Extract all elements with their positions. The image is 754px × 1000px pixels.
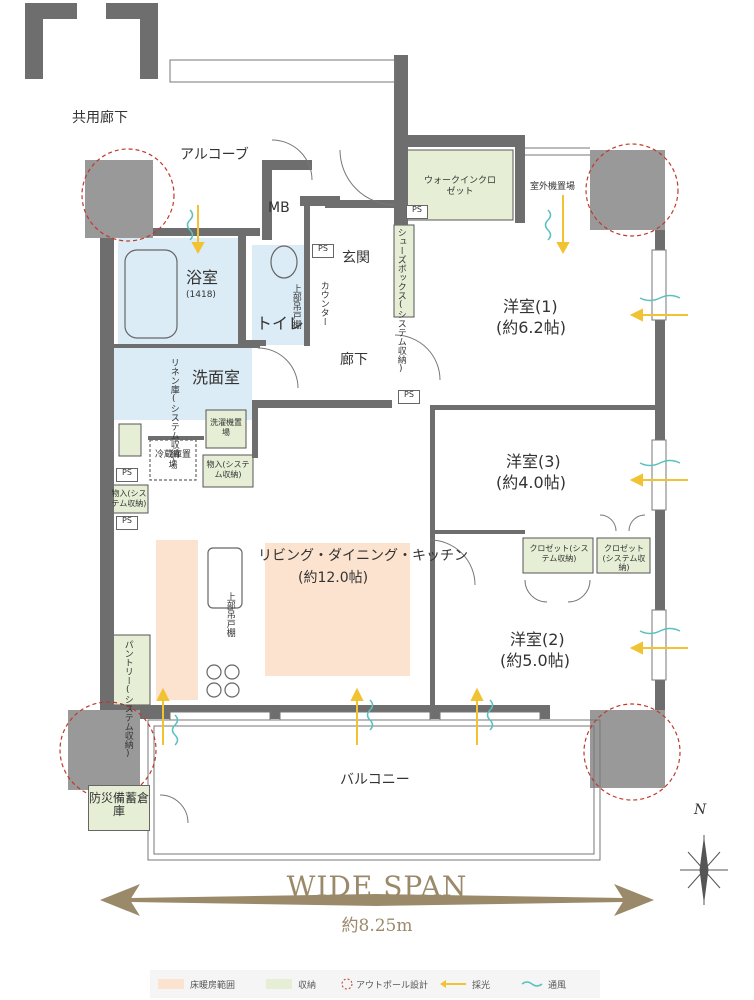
wind-marks — [171, 209, 681, 746]
compass-rose — [680, 835, 728, 905]
wet-areas — [112, 238, 304, 420]
compass-north-label: N — [694, 802, 707, 818]
fixtures — [124, 245, 298, 698]
label-alcove: アルコーブ — [180, 147, 249, 163]
label-closet1: クロゼット(システム収納) — [529, 544, 589, 563]
floor-heating-zones — [156, 540, 410, 700]
label-upper-cabinet: 上部吊戸棚 — [290, 283, 301, 329]
label-outdoor-unit: 室外機置場 — [530, 182, 576, 192]
label-room2: 洋室(2) — [510, 630, 565, 649]
wide-span-arrow — [100, 884, 654, 916]
label-ldk: リビング・ダイニング・キッチン — [258, 548, 468, 564]
label-mb: MB — [268, 200, 290, 216]
label-kitchen-upper: 上部吊戸棚 — [224, 591, 235, 637]
ps-box-2: PS — [406, 205, 428, 219]
label-washroom: 洗面室 — [192, 368, 241, 387]
label-hallway: 廊下 — [340, 352, 368, 368]
label-closet2: クロゼット(システム収納) — [602, 544, 646, 573]
label-storage2: 物入(システム収納) — [111, 489, 147, 508]
label-washer: 洗濯機置場 — [210, 418, 242, 437]
label-walk-in-closet: ウォークインクロゼット — [423, 176, 496, 197]
label-entrance: 玄関 — [342, 250, 370, 266]
legend-outpole: アウトポール設計 — [356, 981, 429, 991]
door-arcs — [159, 139, 646, 824]
wide-span-title: WIDE SPAN — [286, 870, 468, 903]
label-room3: 洋室(3) — [506, 452, 561, 471]
legend-light: 採光 — [472, 981, 491, 991]
ps-box-1: PS — [312, 244, 334, 258]
label-balcony: バルコニー — [340, 772, 410, 788]
label-corridor: 共用廊下 — [72, 110, 128, 126]
pillars — [68, 150, 665, 790]
ps-box-5: PS — [116, 516, 138, 530]
label-room1: 洋室(1) — [503, 297, 558, 316]
wide-span-subtitle: 約8.25m — [341, 916, 413, 936]
label-disaster-storage: 防災備蓄倉庫 — [88, 785, 150, 831]
label-ldk-size: (約12.0帖) — [298, 570, 369, 586]
legend-swatches — [150, 970, 600, 998]
ps-box-3: PS — [398, 390, 420, 404]
label-fridge: 冷蔵庫置場 — [154, 450, 191, 471]
windows — [169, 249, 667, 721]
wide-span: WIDE SPAN 約8.25m — [0, 870, 754, 936]
label-shoes-box: シューズボックス(システム収納) — [395, 228, 406, 374]
label-pantry: パントリー(システム収納) — [122, 640, 133, 759]
outpole-circles — [59, 143, 681, 801]
legend-storage: 収納 — [298, 981, 317, 991]
legend-wind: 通風 — [548, 981, 567, 991]
storage-zones — [109, 149, 651, 706]
label-room2-size: (約5.0帖) — [500, 651, 570, 670]
light-arrows — [156, 195, 688, 745]
legend-floor-heating: 床暖房範囲 — [190, 981, 236, 991]
label-bath-size: (1418) — [186, 290, 216, 300]
ps-box-4: PS — [116, 468, 138, 482]
label-room1-size: (約6.2帖) — [496, 318, 566, 337]
label-toilet: トイレ — [256, 314, 305, 333]
label-linen: リネン庫(システム収納) — [168, 358, 179, 468]
label-storage: 物入(システム収納) — [206, 460, 250, 479]
label-room3-size: (約4.0帖) — [496, 473, 566, 492]
label-bath: 浴室 — [186, 268, 219, 287]
label-counter: カウンター — [318, 281, 329, 326]
